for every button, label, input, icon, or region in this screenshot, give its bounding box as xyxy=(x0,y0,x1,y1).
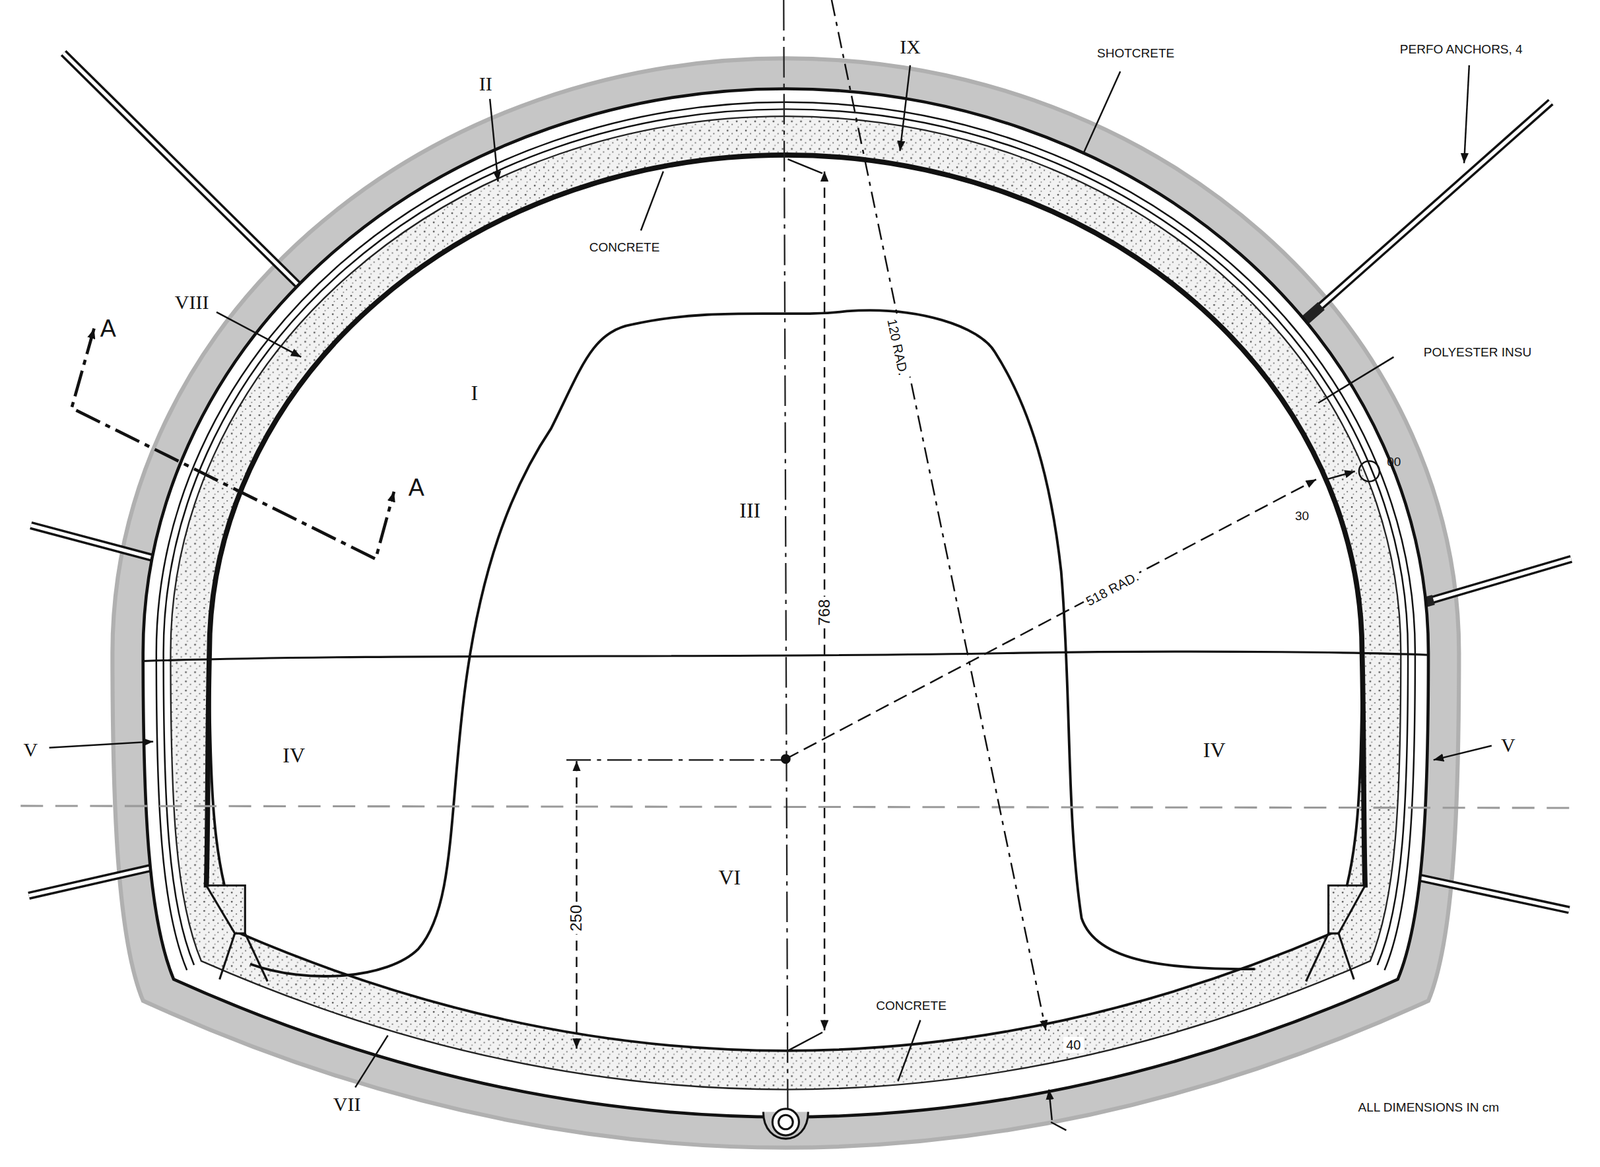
part-number: V xyxy=(23,739,39,760)
material-label: SHOTCRETE xyxy=(1097,46,1175,60)
stage-number: III xyxy=(739,499,761,521)
stage-number: IV xyxy=(1203,739,1226,761)
material-label: CONCRETE xyxy=(589,240,661,254)
section-letter: A xyxy=(408,475,425,500)
part-number: V xyxy=(1500,735,1516,756)
material-label: POLYESTER INSU xyxy=(1423,345,1532,359)
part-number: II xyxy=(479,73,493,94)
dimension-label: 768 xyxy=(815,596,834,629)
material-label: CONCRETE xyxy=(875,998,947,1012)
dimension-label: 250 xyxy=(566,902,586,934)
stage-number: VI xyxy=(718,866,741,888)
part-number: VIII xyxy=(174,292,210,313)
dimension-label: 00 xyxy=(1386,454,1401,468)
leader-lines xyxy=(49,65,1492,1088)
footing-steps xyxy=(206,885,1366,934)
part-number: IX xyxy=(899,36,921,57)
stage-number: I xyxy=(471,382,479,404)
dimension-label: 30 xyxy=(1295,508,1309,522)
excavation-stage-line xyxy=(250,310,1255,977)
stage-number: IV xyxy=(282,744,305,766)
section-cut xyxy=(71,328,395,560)
section-letter: A xyxy=(100,316,117,341)
dimension-lines xyxy=(566,0,1380,1131)
axis-line xyxy=(20,805,1579,808)
dimension-label: 40 xyxy=(1063,1036,1084,1053)
note-label: ALL DIMENSIONS IN cm xyxy=(1357,1100,1500,1114)
centre-line xyxy=(783,0,788,1113)
material-label: PERFO ANCHORS, 4 xyxy=(1400,42,1523,56)
part-number: VII xyxy=(333,1094,362,1115)
drain-pipe xyxy=(763,1108,808,1139)
